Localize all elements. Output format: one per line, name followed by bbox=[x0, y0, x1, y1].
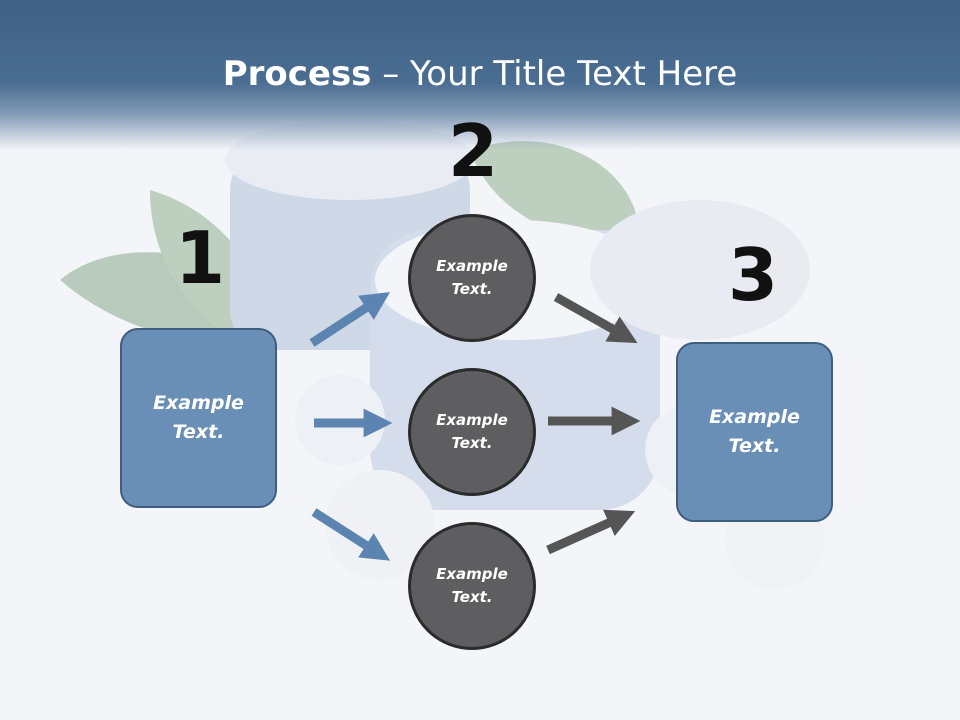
arrow-gray-down bbox=[553, 293, 638, 344]
step-1-box[interactable]: Example Text. bbox=[120, 328, 277, 508]
arrow-gray-up bbox=[546, 509, 636, 555]
step-number-1: 1 bbox=[174, 216, 226, 300]
step-number-2: 2 bbox=[447, 109, 499, 193]
step-number-3: 3 bbox=[727, 233, 779, 317]
step-3-box-line1: Example bbox=[709, 406, 800, 428]
step-2-circle-top[interactable]: Example Text. bbox=[408, 214, 536, 342]
header-band bbox=[0, 0, 960, 150]
circle-bottom-line2: Text. bbox=[451, 588, 493, 606]
circle-top-line2: Text. bbox=[451, 280, 493, 298]
circle-bottom-line1: Example bbox=[436, 565, 508, 583]
title-rest: – Your Title Text Here bbox=[371, 54, 738, 94]
title-strong: Process bbox=[222, 54, 372, 94]
arrow-blue-up bbox=[309, 292, 391, 347]
page-title: Process – Your Title Text Here bbox=[0, 52, 960, 96]
circle-top-line1: Example bbox=[436, 257, 508, 275]
step-3-box[interactable]: Example Text. bbox=[676, 342, 833, 522]
step-1-box-line1: Example bbox=[153, 392, 244, 414]
step-2-circle-bottom[interactable]: Example Text. bbox=[408, 522, 536, 650]
step-1-box-line2: Text. bbox=[172, 421, 225, 443]
step-3-box-line2: Text. bbox=[728, 435, 781, 457]
circle-middle-line2: Text. bbox=[451, 434, 493, 452]
circle-middle-line1: Example bbox=[436, 411, 508, 429]
arrow-blue-down bbox=[311, 508, 391, 561]
step-2-circle-middle[interactable]: Example Text. bbox=[408, 368, 536, 496]
